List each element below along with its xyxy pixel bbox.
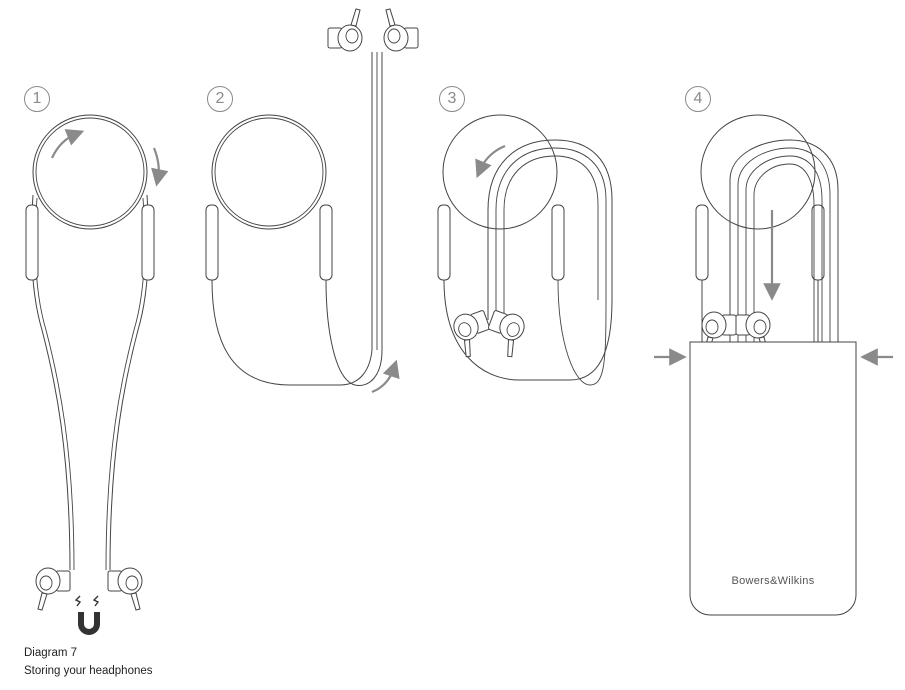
case-brand-label: Bowers&Wilkins bbox=[731, 575, 815, 587]
step-2-illustration bbox=[205, 8, 419, 394]
storage-case bbox=[689, 341, 857, 616]
step-1-illustration bbox=[25, 114, 169, 635]
magnet-icon bbox=[78, 612, 100, 635]
step-number-2: 2 bbox=[207, 86, 233, 112]
step-number-1: 1 bbox=[24, 86, 50, 112]
diagram-caption: Storing your headphones bbox=[24, 665, 153, 677]
step-3-illustration bbox=[437, 114, 613, 386]
step-number-4: 4 bbox=[685, 86, 711, 112]
step-4-illustration bbox=[654, 114, 893, 616]
diagram-label: Diagram 7 bbox=[24, 647, 78, 659]
step-number-3: 3 bbox=[439, 86, 465, 112]
